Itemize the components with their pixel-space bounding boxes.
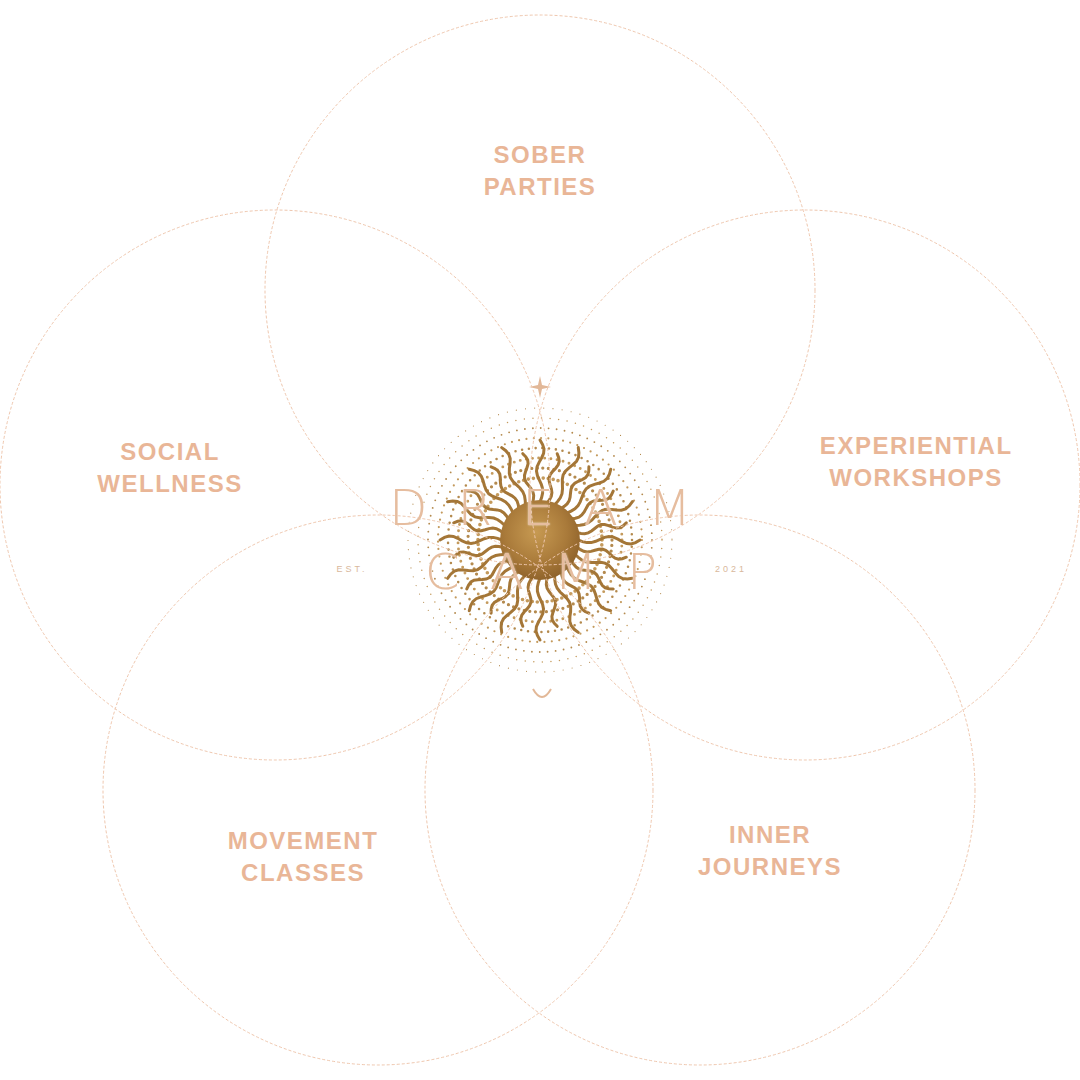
dot-ring (418, 418, 662, 662)
sun-ray (440, 536, 502, 544)
sun-ray (578, 537, 640, 545)
dot-ring (438, 438, 642, 642)
category-label: MOVEMENT CLASSES (228, 825, 379, 889)
label-holder: SOCIAL WELLNESS (97, 436, 242, 500)
dashed-circle (265, 15, 815, 565)
dashed-circle (425, 515, 975, 1065)
dot-ring (448, 448, 632, 632)
label-holder: SOBER PARTIES (484, 139, 597, 203)
logo-note: 2021 (715, 564, 747, 574)
logo-wordmark: DREAM (389, 479, 721, 537)
logo-note: EST. (336, 564, 367, 574)
dot-ring (408, 408, 672, 672)
label-holder: INNER JOURNEYS (698, 819, 842, 883)
crescent-mark (533, 689, 551, 697)
sun-rays (440, 440, 640, 640)
label-holder: MOVEMENT CLASSES (228, 825, 379, 889)
category-label: EXPERIENTIAL WORKSHOPS (820, 430, 1012, 494)
dotted-rings (408, 408, 672, 672)
category-label: SOBER PARTIES (484, 139, 597, 203)
category-label: SOCIAL WELLNESS (97, 436, 242, 500)
logo-wordmark: CAMP (425, 543, 687, 601)
dot-ring (428, 428, 652, 652)
label-holder: EXPERIENTIAL WORKSHOPS (820, 430, 1012, 494)
category-label: INNER JOURNEYS (698, 819, 842, 883)
